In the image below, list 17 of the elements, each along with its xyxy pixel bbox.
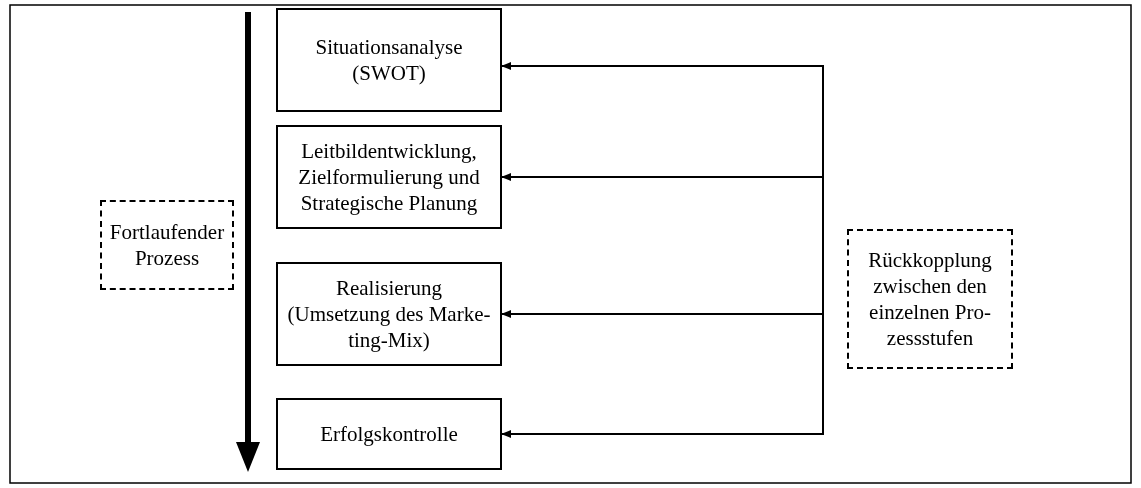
arrow xyxy=(501,62,824,70)
feedback-line xyxy=(822,64,824,436)
node-text: Situationsanalyse (SWOT) xyxy=(314,33,464,87)
process-box xyxy=(276,262,502,366)
node-text: Realisierung (Umsetzung des Marke- ting-Mix) xyxy=(286,274,492,354)
process-box xyxy=(276,8,502,112)
arrow xyxy=(501,173,824,181)
process-box xyxy=(276,398,502,470)
node-text: Rückkopplung zwischen den einzelnen Pro- zessstufen xyxy=(867,246,993,352)
node-text: Erfolgskontrolle xyxy=(319,420,459,448)
process-box xyxy=(276,125,502,229)
node-text: Leitbildentwicklung, Zielformulierung und Strategische Planung xyxy=(297,137,481,217)
note-box xyxy=(847,229,1013,369)
arrow xyxy=(501,430,824,438)
node-text: Fortlaufender Prozess xyxy=(108,218,226,272)
note-box xyxy=(100,200,234,290)
arrow xyxy=(501,310,824,318)
